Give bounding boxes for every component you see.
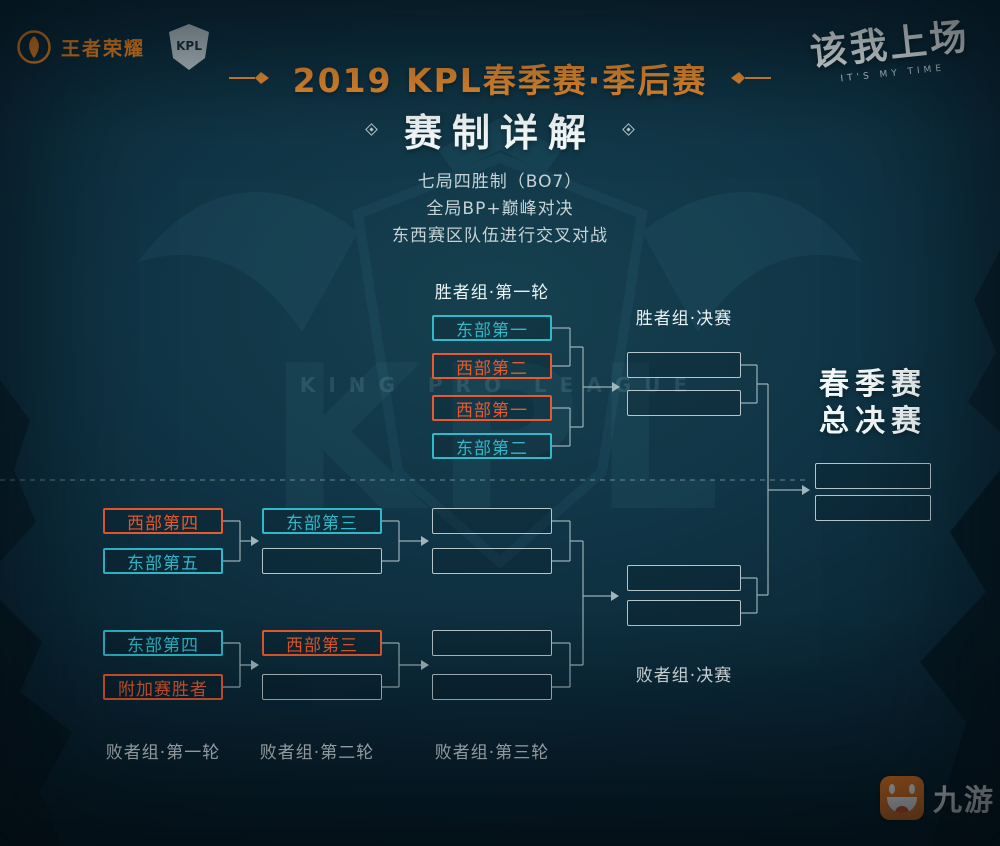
slot-grand-final-1 [815, 463, 931, 489]
slot-east-no2: 东部第二 [432, 433, 552, 459]
grand-final-title: 春季赛 总决赛 [800, 366, 946, 440]
slot-losers-final-1 [627, 565, 741, 591]
slot-losers-r3-top-2 [432, 548, 552, 574]
jiuyou-eye-left [889, 784, 895, 794]
jiuyou-eye-right [909, 784, 915, 794]
label-losers-round2: 败者组·第二轮 [259, 743, 375, 763]
slot-east-no3: 东部第三 [262, 508, 382, 534]
rule-line-2: 全局BP+巅峰对决 [426, 199, 574, 219]
subtitle-text: 赛制详解 [403, 111, 596, 155]
slot-losers-r2-top-empty [262, 548, 382, 574]
jiuyou-smiley-icon [880, 776, 924, 820]
slot-losers-r3-bottom-1 [432, 630, 552, 656]
subtitle-block: 赛制详解 [0, 102, 1000, 157]
diamond-ornament-left-icon [365, 123, 378, 136]
jiuyou-logo-text: 九游 [933, 783, 996, 817]
title-ornament-right-icon [731, 72, 772, 84]
slot-winners-final-1 [627, 352, 741, 378]
rule-line-3: 东西赛区队伍进行交叉对战 [392, 226, 608, 246]
grand-final-title-line2: 总决赛 [819, 404, 927, 439]
slot-losers-final-2 [627, 600, 741, 626]
slot-losers-r3-top-1 [432, 508, 552, 534]
title-block: 2019 KPL春季赛·季后赛 [0, 54, 1000, 102]
slot-east-no5: 东部第五 [103, 548, 223, 574]
jiuyou-logo: 九游 [880, 776, 995, 820]
rules-text: 七局四胜制（BO7） 全局BP+巅峰对决 东西赛区队伍进行交叉对战 [0, 169, 1000, 250]
slot-west-no3: 西部第三 [262, 630, 382, 656]
page-title: 2019 KPL春季赛·季后赛 [292, 61, 708, 100]
label-winners-final: 胜者组·决赛 [635, 309, 733, 329]
diamond-ornament-right-icon [622, 123, 635, 136]
slot-west-no2: 西部第二 [432, 353, 552, 379]
slot-losers-r3-bottom-2 [432, 674, 552, 700]
slot-winners-final-2 [627, 390, 741, 416]
label-losers-round1: 败者组·第一轮 [105, 743, 221, 763]
grand-final-title-line1: 春季赛 [819, 367, 927, 402]
rule-line-1: 七局四胜制（BO7） [417, 172, 583, 192]
slot-east-no1: 东部第一 [432, 315, 552, 341]
kpl-logo-text: KPL [176, 39, 202, 53]
slot-east-no4: 东部第四 [103, 630, 223, 656]
jiuyou-mouth [887, 797, 917, 813]
label-losers-final: 败者组·决赛 [635, 666, 733, 686]
label-losers-round3: 败者组·第三轮 [434, 743, 550, 763]
slot-playin-winner: 附加赛胜者 [103, 674, 223, 700]
label-winners-round1: 胜者组·第一轮 [434, 283, 550, 303]
slot-west-no1: 西部第一 [432, 395, 552, 421]
title-ornament-left-icon [228, 72, 269, 84]
slot-grand-final-2 [815, 495, 931, 521]
slot-losers-r2-bottom-empty [262, 674, 382, 700]
slot-west-no4: 西部第四 [103, 508, 223, 534]
